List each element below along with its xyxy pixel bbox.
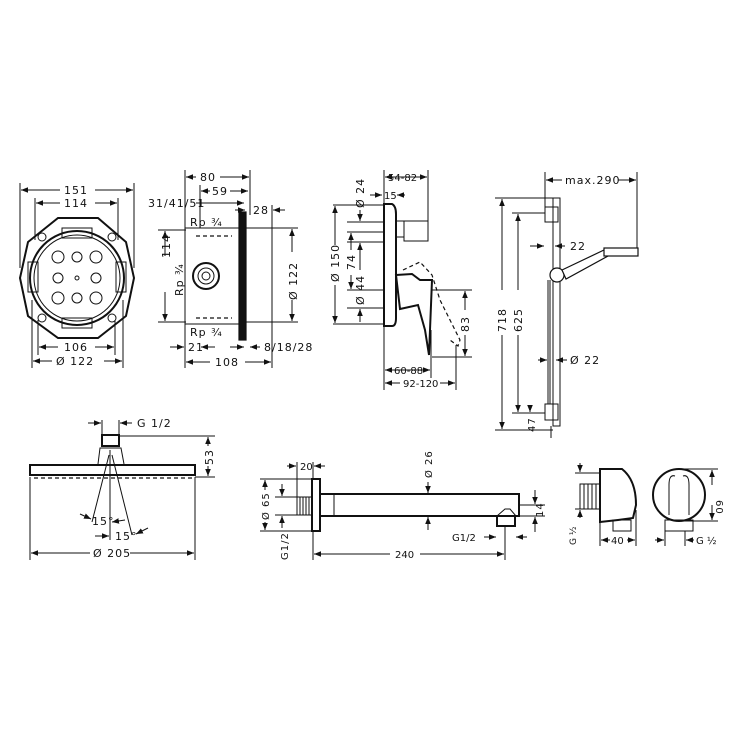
dim-83: 83: [459, 316, 472, 332]
label-thread-side: Rp ¾: [173, 263, 186, 296]
dim-angle-15-right: 15°: [115, 530, 138, 543]
dim-31-41-51: 31/41/51: [148, 197, 205, 210]
dim-54-82: 54-82: [388, 173, 417, 184]
dim-21: 21: [188, 341, 204, 354]
mixer-side-view: 54-82 15 Ø 24 Ø 150 74 Ø 44 83 60-88 92-…: [329, 170, 472, 390]
label-thread-bottom: Rp ¾: [190, 326, 223, 339]
dim-28: 28: [253, 204, 269, 217]
dim-diameter-205: Ø 205: [93, 547, 131, 560]
dim-625: 625: [512, 308, 525, 332]
dim-thread-g-1-2: G 1/2: [137, 417, 172, 430]
shower-arm-view: 20 Ø 65 G1/2 Ø 26 14 G1/2 240: [260, 450, 546, 561]
dim-20: 20: [300, 462, 313, 473]
installation-box-side-view: 80 59 31/41/51 28 Rp ¾ Rp ¾ 114 Rp ¾ Ø 1…: [148, 170, 313, 369]
dim-diameter-26: Ø 26: [423, 450, 435, 478]
dim-53: 53: [203, 449, 216, 465]
dim-diameter-65: Ø 65: [260, 492, 272, 520]
dim-diameter-150: Ø 150: [329, 244, 342, 282]
dim-60-88: 60-88: [394, 366, 423, 377]
dim-diameter-24: Ø 24: [354, 178, 367, 208]
dim-114-vertical: 114: [160, 234, 173, 258]
dim-thread-bottom: G ½: [696, 535, 717, 547]
dim-diameter-122-vertical: Ø 122: [287, 262, 300, 300]
dim-114: 114: [64, 197, 88, 210]
dim-diameter-122: Ø 122: [56, 355, 94, 368]
label-thread-top: Rp ¾: [190, 216, 223, 229]
dim-108: 108: [215, 356, 239, 369]
dim-8-18-28: 8/18/28: [264, 341, 313, 354]
dim-60: 60: [713, 500, 724, 515]
shower-rail-side-view: max.290 22 Ø 22 718 625 47: [495, 172, 639, 438]
installation-box-front-view: 151 114 106 Ø 122: [18, 183, 136, 368]
wall-outlet-view: G ½ 40 60 G ½: [569, 463, 724, 547]
dim-47: 47: [527, 417, 538, 432]
dim-thread-wall: G1/2: [280, 532, 291, 560]
dim-diameter-44: Ø 44: [354, 275, 367, 305]
dim-22: 22: [570, 240, 586, 253]
dim-80: 80: [200, 171, 216, 184]
dim-106: 106: [64, 341, 88, 354]
dim-diameter-22: Ø 22: [570, 354, 600, 367]
dim-15: 15: [384, 191, 397, 202]
dim-92-120: 92-120: [403, 379, 438, 390]
overhead-shower-view: G 1/2 53 15° 15° Ø 205: [29, 417, 216, 560]
dim-151: 151: [64, 184, 88, 197]
dim-thread-outlet: G1/2: [452, 533, 476, 544]
dim-max-290: max.290: [565, 174, 620, 187]
dim-59: 59: [212, 185, 228, 198]
dim-240: 240: [395, 550, 414, 561]
dim-718: 718: [496, 308, 509, 332]
dim-74: 74: [345, 254, 358, 270]
dim-angle-15-left: 15°: [92, 515, 115, 528]
dim-thread-side: G ½: [569, 526, 579, 545]
dim-14: 14: [535, 502, 546, 517]
dim-40: 40: [611, 536, 624, 547]
